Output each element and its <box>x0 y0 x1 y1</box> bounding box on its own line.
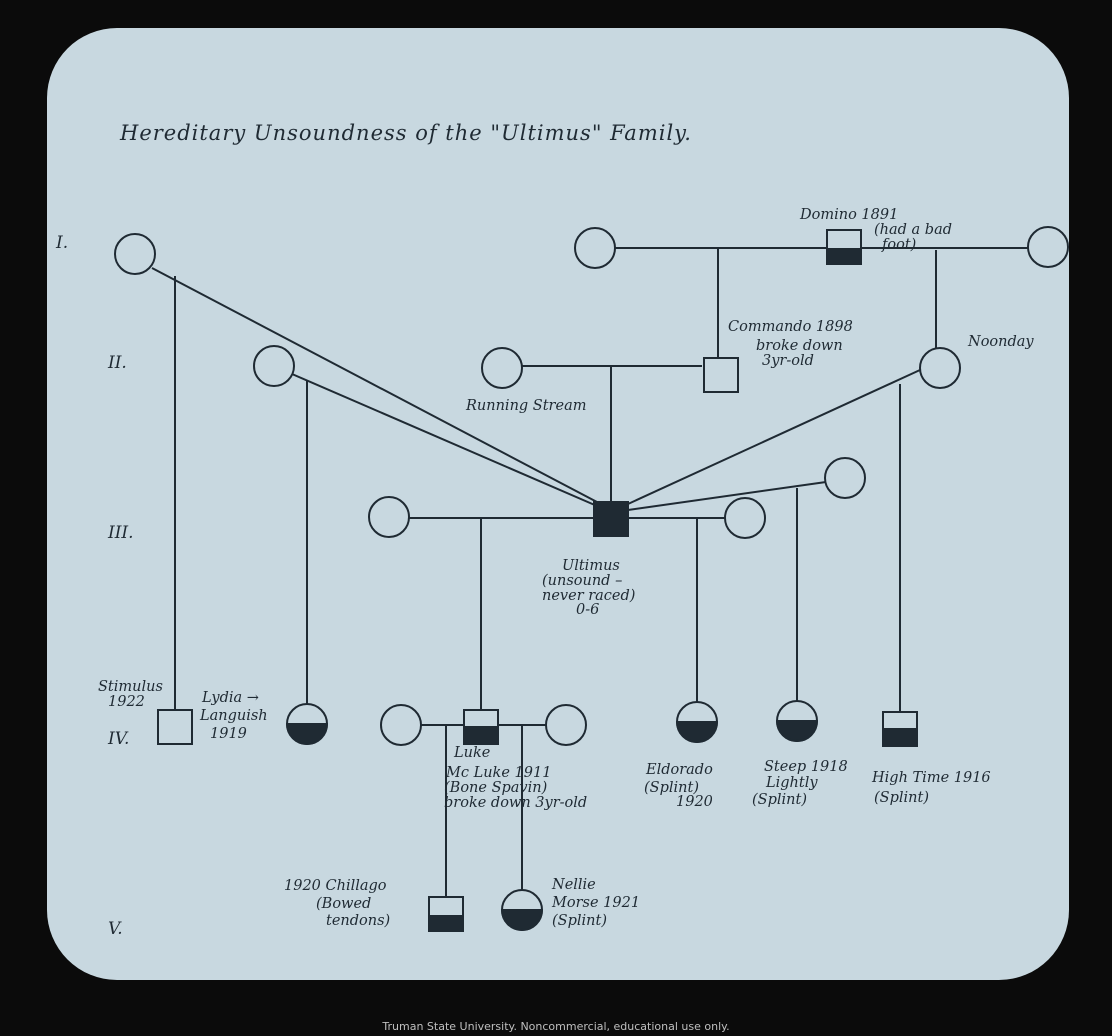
lydia-affected-fill <box>285 723 329 745</box>
stimulus-symbol <box>157 709 193 745</box>
generation-label-1: I. <box>55 233 68 253</box>
female-symbol <box>1027 226 1069 268</box>
pedigree-lines <box>151 247 1028 897</box>
chillago-affected-fill <box>428 915 464 932</box>
running-stream-symbol <box>481 347 523 389</box>
noonday-name: Noonday <box>967 334 1034 350</box>
ultimus-note: 0-6 <box>576 602 599 618</box>
lydia-name: Languish <box>199 708 268 724</box>
female-symbol <box>380 704 422 746</box>
generation-label-3: III. <box>107 523 134 543</box>
nellie-name: Morse 1921 <box>551 895 640 911</box>
nellie-affected-fill <box>500 909 544 931</box>
running-stream-name: Running Stream <box>465 398 586 414</box>
ultimus-name: Ultimus <box>562 558 620 574</box>
commando-note: 3yr-old <box>762 353 814 369</box>
commando-name: Commando 1898 <box>728 319 853 335</box>
female-symbol <box>253 345 295 387</box>
credit-line: Truman State University. Noncommercial, … <box>382 1020 730 1033</box>
chart-title: Hereditary Unsoundness of the "Ultimus" … <box>119 121 692 145</box>
ultimus-note: (unsound – <box>542 573 622 589</box>
eldorado-year: 1920 <box>676 794 713 810</box>
high-time-note: (Splint) <box>874 790 929 806</box>
high-time-affected-fill <box>882 728 918 747</box>
female-symbol <box>824 457 866 499</box>
eldorado-affected-fill <box>675 721 719 743</box>
high-time-name: High Time 1916 <box>871 770 991 786</box>
female-symbol <box>574 227 616 269</box>
nellie-name: Nellie <box>551 877 596 893</box>
generation-label-5: V. <box>108 919 123 939</box>
luke-note: broke down 3yr-old <box>444 795 587 811</box>
luke-name: Mc Luke 1911 <box>445 765 551 781</box>
ultimus-note: never raced) <box>542 588 635 604</box>
steep-note: (Splint) <box>752 792 807 808</box>
generation-label-2: II. <box>107 353 127 373</box>
eldorado-note: (Splint) <box>644 780 699 796</box>
generation-label-4: IV. <box>107 729 129 749</box>
lydia-name: Lydia → <box>201 690 259 706</box>
eldorado-name: Eldorado <box>645 762 713 778</box>
steep-name: Steep 1918 <box>764 759 848 775</box>
domino-affected-fill <box>826 248 862 265</box>
commando-note: broke down <box>756 338 843 354</box>
luke-note: (Bone Spavin) <box>444 780 547 796</box>
steep-affected-fill <box>775 720 819 742</box>
stimulus-name: Stimulus <box>98 679 163 695</box>
lantern-slide <box>47 28 1069 980</box>
female-symbol <box>724 497 766 539</box>
commando-symbol <box>703 357 739 393</box>
domino-name: Domino 1891 <box>799 207 898 223</box>
luke-name: Luke <box>453 745 490 761</box>
domino-note: (had a bad <box>874 222 952 238</box>
female-symbol <box>545 704 587 746</box>
noonday-symbol <box>919 347 961 389</box>
chillago-note: tendons) <box>326 913 390 929</box>
lydia-year: 1919 <box>210 726 247 742</box>
chillago-name: 1920 Chillago <box>284 878 387 894</box>
female-symbol <box>368 496 410 538</box>
luke-affected-fill <box>463 726 499 745</box>
nellie-note: (Splint) <box>552 913 607 929</box>
stimulus-year: 1922 <box>108 694 145 710</box>
chillago-note: (Bowed <box>316 896 371 912</box>
female-symbol <box>114 233 156 275</box>
ultimus-symbol <box>593 501 629 537</box>
steep-note: Lightly <box>765 775 818 791</box>
domino-note: foot) <box>881 237 916 253</box>
